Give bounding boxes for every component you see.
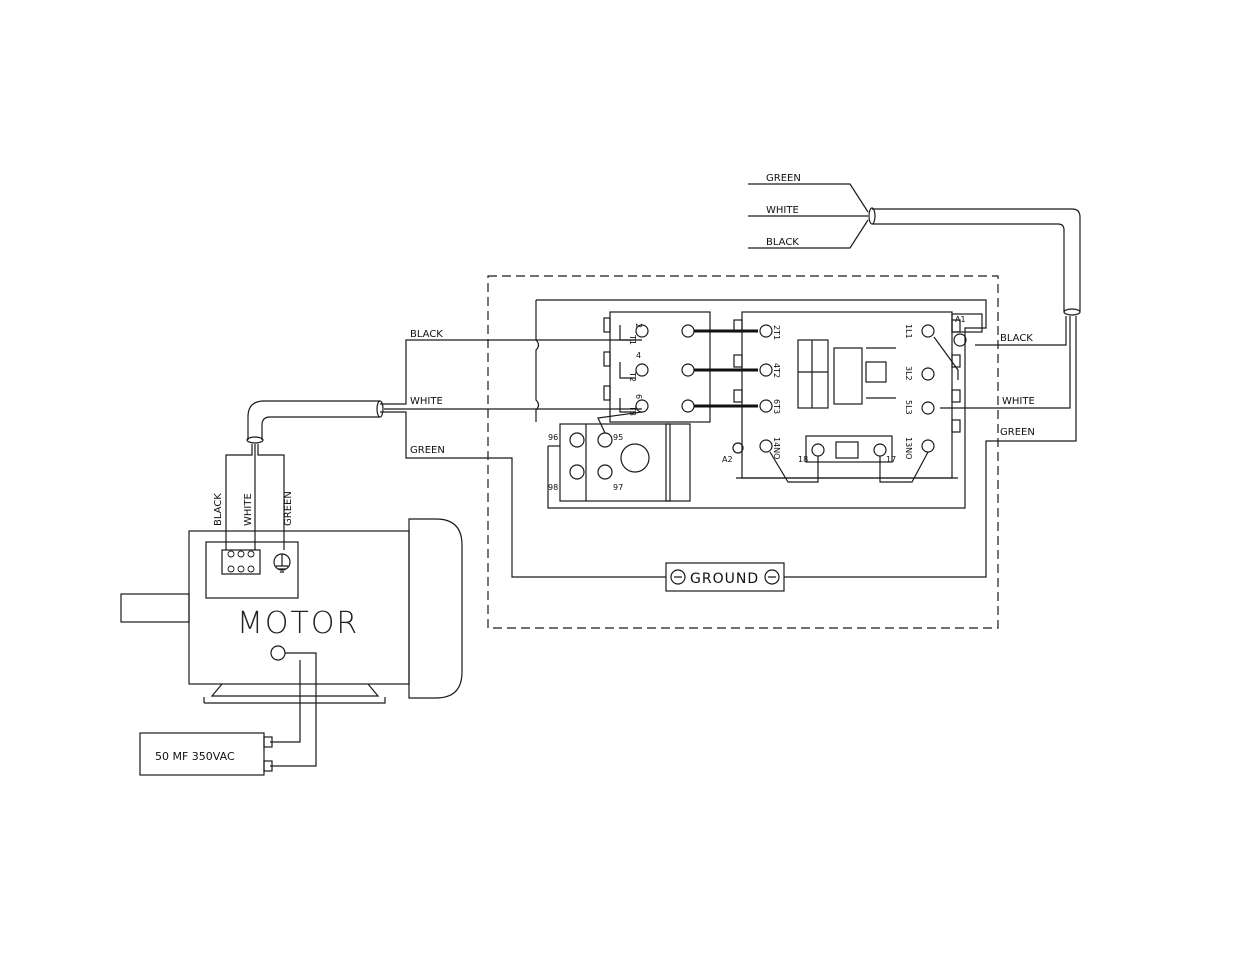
overload-96-label: 96 <box>548 433 558 442</box>
contactor <box>733 312 982 482</box>
contactor-4t2-label: 4T2 <box>772 363 781 378</box>
contactor-14no-label: 14NO <box>772 437 781 459</box>
overload-6-label: 6 <box>634 394 643 399</box>
motor-wiring <box>226 340 998 577</box>
contactor-1l1-label: 1L1 <box>904 324 913 339</box>
overload-4-label: 4 <box>636 351 641 360</box>
overload-t2-label: T2 <box>628 371 637 382</box>
motor-green-lead-label: GREEN <box>410 445 445 456</box>
contactor-a1-label: A1 <box>955 315 966 324</box>
motor <box>121 519 462 766</box>
motor-label: MOTOR <box>237 606 359 641</box>
motor-terminal-black-label: BLACK <box>213 493 224 526</box>
motor-black-lead-label: BLACK <box>410 329 443 340</box>
contactor-3l2-label: 3L2 <box>904 366 913 381</box>
overload-2-label: 2 <box>634 323 643 328</box>
motor-white-lead-label: WHITE <box>410 396 443 407</box>
supply-green-label: GREEN <box>766 173 801 184</box>
motor-terminal-white-label: WHITE <box>243 493 254 526</box>
motor-terminal-green-label: GREEN <box>283 491 294 526</box>
contactor-2t1-label: 2T1 <box>772 325 781 340</box>
overload-98-label: 98 <box>548 483 558 492</box>
ground-label: GROUND <box>690 571 759 587</box>
overload-95-label: 95 <box>613 433 623 442</box>
overload-97-label: 97 <box>613 483 623 492</box>
contactor-18-label: 18 <box>798 455 808 464</box>
contactor-a2-label: A2 <box>722 455 733 464</box>
contactor-13no-label: 13NO <box>904 437 913 459</box>
line-white-label: WHITE <box>1002 396 1035 407</box>
contactor-6t3-label: 6T3 <box>772 399 781 414</box>
line-green-label: GREEN <box>1000 427 1035 438</box>
supply-white-label: WHITE <box>766 205 799 216</box>
overload-t3-label: T3 <box>628 405 637 416</box>
contactor-17-label: 17 <box>886 455 896 464</box>
capacitor-label: 50 MF 350VAC <box>155 750 235 763</box>
supply-black-label: BLACK <box>766 237 799 248</box>
contactor-5l3-label: 5L3 <box>904 400 913 415</box>
line-black-label: BLACK <box>1000 333 1033 344</box>
